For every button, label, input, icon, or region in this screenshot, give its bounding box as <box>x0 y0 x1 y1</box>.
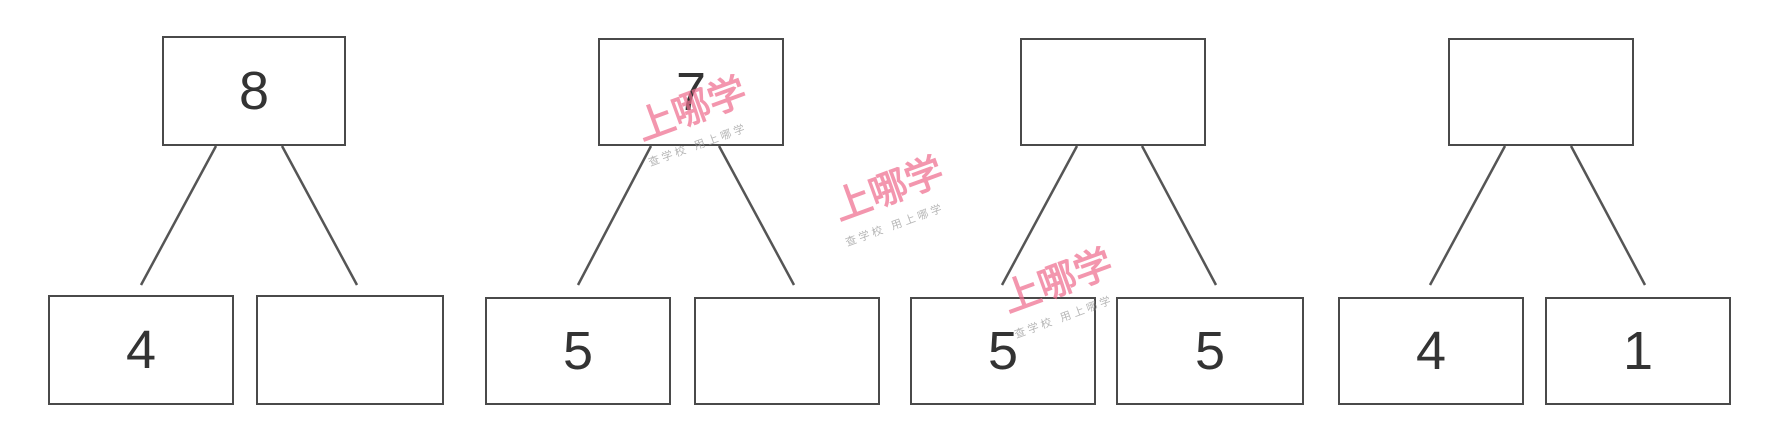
connector-line <box>1140 145 1218 286</box>
bottom-left-box: 5 <box>485 297 671 405</box>
top-box <box>1448 38 1634 146</box>
bottom-left-box: 4 <box>48 295 234 405</box>
bottom-left-box: 4 <box>1338 297 1524 405</box>
connector-line <box>1569 145 1647 286</box>
connector-line <box>1428 145 1507 286</box>
connector-line <box>1000 145 1079 286</box>
top-box: 7 <box>598 38 784 146</box>
bottom-right-box <box>694 297 880 405</box>
connector-line <box>139 145 218 286</box>
connector-line <box>717 145 796 286</box>
connector-line <box>280 145 359 286</box>
top-box: 8 <box>162 36 346 146</box>
bottom-left-box: 5 <box>910 297 1096 405</box>
bottom-right-box: 1 <box>1545 297 1731 405</box>
top-box <box>1020 38 1206 146</box>
connector-line <box>576 145 653 286</box>
bottom-right-box: 5 <box>1116 297 1304 405</box>
bottom-right-box <box>256 295 444 405</box>
